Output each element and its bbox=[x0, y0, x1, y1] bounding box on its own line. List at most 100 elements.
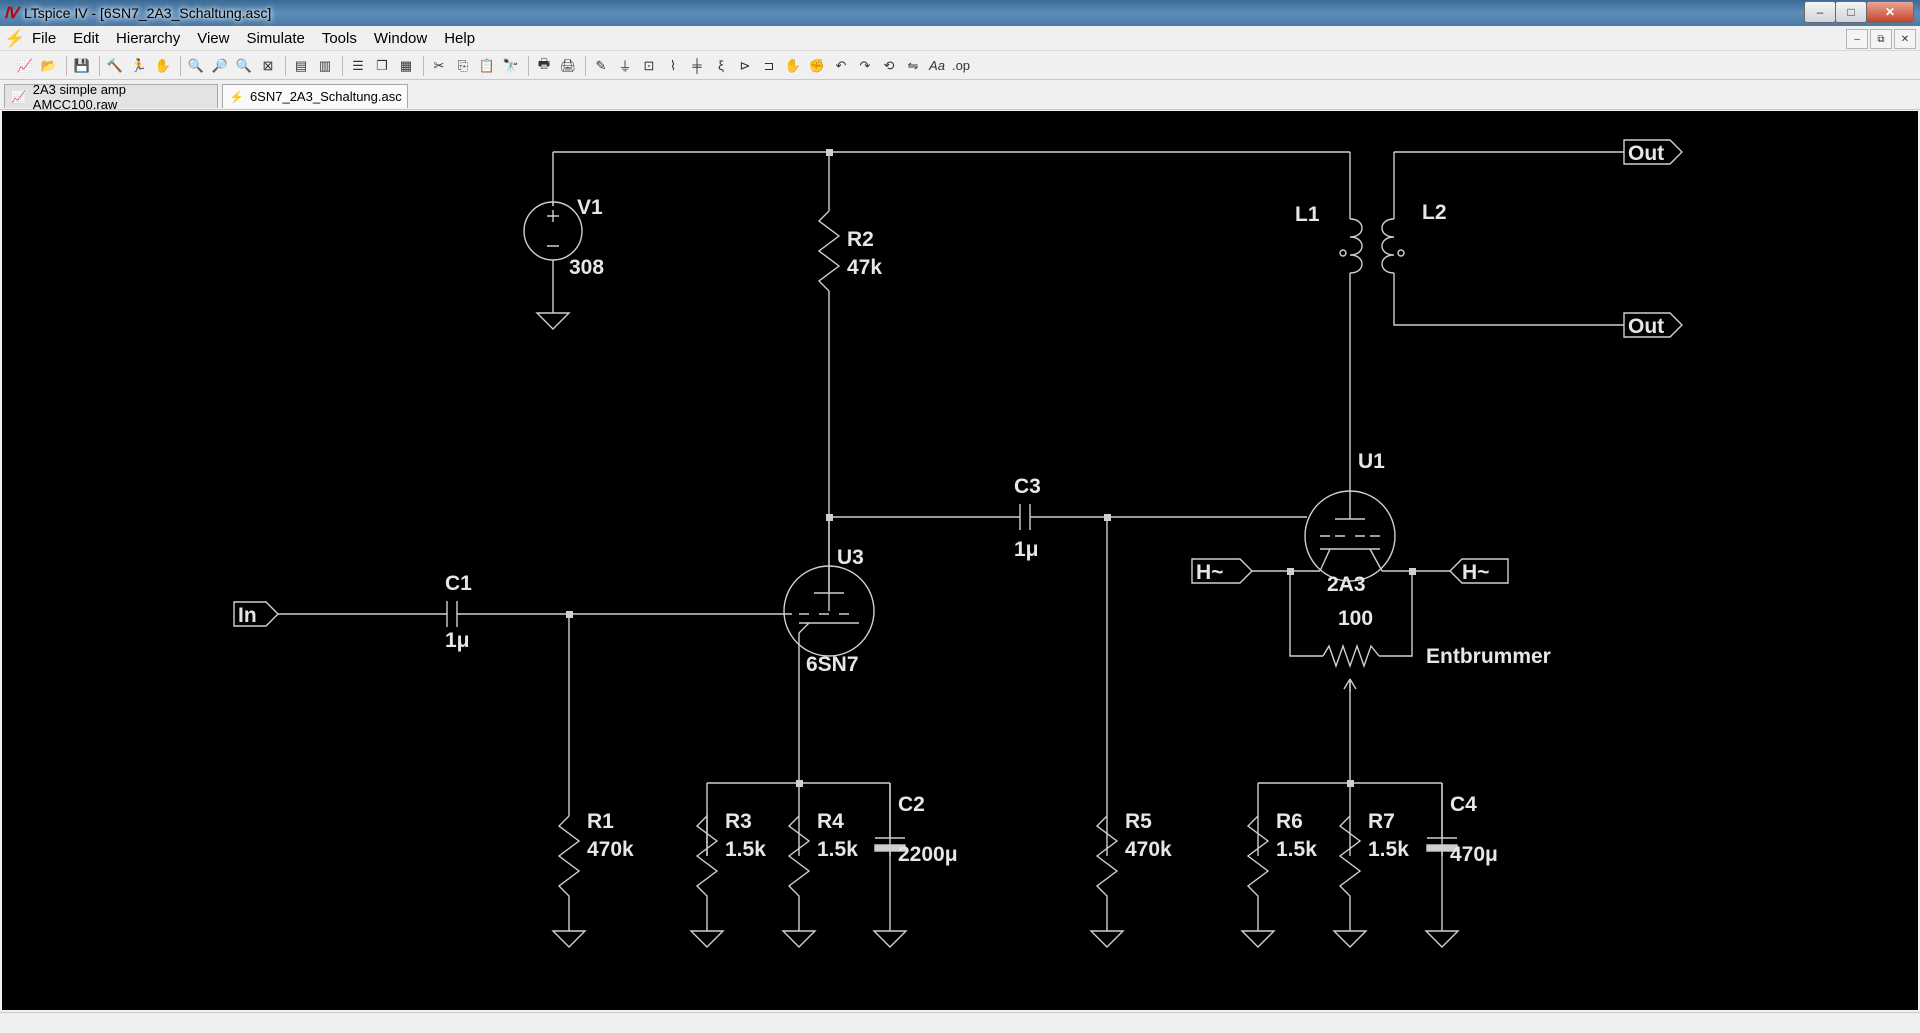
doc-close-button[interactable]: ✕ bbox=[1894, 29, 1916, 49]
voltage-source-v1[interactable] bbox=[523, 201, 583, 330]
tile-vertical-icon[interactable]: ☰ bbox=[352, 57, 364, 73]
r5-value: 470k bbox=[1125, 838, 1172, 861]
tab-label: 2A3 simple amp AMCC100.raw bbox=[32, 81, 126, 112]
copy-icon[interactable]: ⎘ bbox=[457, 57, 469, 73]
tube-u3-6sn7[interactable] bbox=[783, 517, 875, 731]
tube-u1-2a3[interactable] bbox=[1304, 490, 1396, 582]
drag-icon[interactable]: ✊ bbox=[808, 57, 826, 73]
c2-value: 2200μ bbox=[898, 843, 958, 866]
resistor-r5[interactable] bbox=[1089, 815, 1125, 948]
r7-value: 1.5k bbox=[1368, 838, 1409, 861]
out-label-bottom[interactable] bbox=[1623, 312, 1683, 338]
schematic-canvas[interactable]: V1 308 R2 47k L1 L2 Out Out U1 2A3 H~ H~ bbox=[2, 111, 1918, 1010]
cut-icon[interactable]: ✂ bbox=[433, 57, 445, 73]
r5-name: R5 bbox=[1125, 810, 1152, 833]
menu-file[interactable]: File bbox=[32, 30, 57, 47]
tab-waveform[interactable]: 📈 2A3 simple amp AMCC100.raw bbox=[4, 82, 218, 112]
ground-icon[interactable]: ⏚ bbox=[618, 59, 632, 74]
cascade-icon[interactable]: ❐ bbox=[376, 57, 388, 73]
potentiometer-entbrummer[interactable] bbox=[1322, 643, 1380, 691]
component-icon[interactable]: ⊐ bbox=[763, 57, 775, 73]
resistor-r7[interactable] bbox=[1332, 815, 1368, 948]
resistor-r2[interactable] bbox=[817, 210, 841, 292]
menu-bar: ⚡ File Edit Hierarchy View Simulate Tool… bbox=[0, 26, 1920, 51]
save-icon[interactable]: 💾 bbox=[73, 57, 91, 73]
undo-icon[interactable]: ↶ bbox=[835, 57, 847, 73]
transformer-l1-l2[interactable] bbox=[1339, 218, 1405, 274]
toolbar-separator bbox=[528, 55, 529, 76]
schematic-drawing[interactable]: V1 308 R2 47k L1 L2 Out Out U1 2A3 H~ H~ bbox=[2, 111, 1918, 1010]
resistor-r4[interactable] bbox=[781, 815, 817, 948]
new-schematic-icon[interactable]: 📈 bbox=[16, 57, 34, 73]
open-icon[interactable]: 📂 bbox=[40, 57, 58, 73]
in-label-text: In bbox=[238, 604, 257, 627]
run-icon[interactable]: 🏃 bbox=[130, 57, 148, 73]
r1-name: R1 bbox=[587, 810, 614, 833]
resistor-r6[interactable] bbox=[1240, 815, 1276, 948]
spice-directive-icon[interactable]: .op bbox=[951, 58, 971, 73]
wires bbox=[278, 151, 1624, 856]
menu-window[interactable]: Window bbox=[373, 30, 428, 47]
capacitor-c1[interactable] bbox=[446, 601, 458, 627]
menu-tools[interactable]: Tools bbox=[321, 30, 357, 47]
resistor-r3[interactable] bbox=[689, 814, 725, 948]
menu-view[interactable]: View bbox=[197, 30, 230, 47]
move-icon[interactable]: ✋ bbox=[784, 57, 802, 73]
inductor-icon[interactable]: ξ bbox=[718, 58, 724, 73]
menu-edit[interactable]: Edit bbox=[73, 30, 100, 47]
zoom-fit-icon[interactable]: ⊠ bbox=[262, 57, 274, 73]
r4-name: R4 bbox=[817, 810, 844, 833]
label-icon[interactable]: ⊡ bbox=[643, 57, 655, 73]
l2-name: L2 bbox=[1422, 201, 1447, 224]
zoom-out-icon[interactable]: 🔍 bbox=[235, 57, 253, 73]
toolbar-separator bbox=[285, 55, 286, 76]
capacitor-c3[interactable] bbox=[1019, 504, 1031, 530]
doc-restore-button[interactable]: ⧉ bbox=[1870, 29, 1892, 49]
c3-name: C3 bbox=[1014, 475, 1041, 498]
text-icon[interactable]: Aa bbox=[929, 58, 945, 73]
find-icon[interactable]: 🔭 bbox=[502, 57, 520, 73]
status-bar bbox=[0, 1012, 1920, 1033]
out-label-top-text: Out bbox=[1628, 142, 1664, 165]
print-icon[interactable]: 🖶 bbox=[537, 55, 551, 71]
heater-label-left[interactable] bbox=[1191, 558, 1253, 584]
diode-icon[interactable]: ⊳ bbox=[739, 57, 751, 73]
menu-help[interactable]: Help bbox=[444, 30, 476, 47]
in-label[interactable] bbox=[233, 601, 279, 627]
minimize-button[interactable]: – bbox=[1804, 1, 1836, 23]
resistor-r1[interactable] bbox=[551, 815, 587, 948]
tab-schematic[interactable]: ⚡ 6SN7_2A3_Schaltung.asc bbox=[222, 84, 408, 108]
resistor-icon[interactable]: ⌇ bbox=[669, 57, 677, 73]
close-button[interactable]: ✕ bbox=[1866, 1, 1914, 23]
rotate-icon[interactable]: ⟲ bbox=[883, 57, 895, 73]
mirror-icon[interactable]: ⇋ bbox=[907, 57, 919, 73]
maximize-button[interactable]: □ bbox=[1835, 1, 1867, 23]
capacitor-c2[interactable] bbox=[872, 783, 908, 948]
zoom-area-icon[interactable]: 🔎 bbox=[211, 57, 229, 73]
out-label-top[interactable] bbox=[1623, 139, 1683, 165]
redo-icon[interactable]: ↷ bbox=[859, 57, 871, 73]
doc-minimize-button[interactable]: – bbox=[1846, 29, 1868, 49]
control-panel-icon[interactable]: 🔨 bbox=[106, 57, 124, 73]
print-preview-icon[interactable]: 🖨 bbox=[559, 57, 577, 73]
tile-horizontal-icon[interactable]: ▥ bbox=[318, 57, 332, 73]
wire-icon[interactable]: ✎ bbox=[595, 57, 607, 73]
c2-name: C2 bbox=[898, 793, 925, 816]
schematic-doc-icon[interactable]: ⚡ bbox=[4, 29, 26, 48]
ltspice-app-icon[interactable]: Ⅳ bbox=[4, 5, 18, 22]
capacitor-icon[interactable]: ╪ bbox=[692, 58, 702, 73]
paste-icon[interactable]: 📋 bbox=[478, 57, 496, 73]
title-bar: Ⅳ LTspice IV - [6SN7_2A3_Schaltung.asc] … bbox=[0, 0, 1920, 26]
menu-hierarchy[interactable]: Hierarchy bbox=[116, 30, 181, 47]
zoom-in-icon[interactable]: 🔍 bbox=[187, 57, 205, 73]
capacitor-c4[interactable] bbox=[1424, 783, 1460, 948]
heater-label-right[interactable] bbox=[1449, 558, 1509, 584]
v1-value: 308 bbox=[569, 256, 604, 279]
pot-value: 100 bbox=[1338, 607, 1373, 630]
autorange-icon[interactable]: ▤ bbox=[294, 57, 308, 73]
r3-name: R3 bbox=[725, 810, 752, 833]
menu-simulate[interactable]: Simulate bbox=[246, 30, 305, 47]
halt-icon[interactable]: ✋ bbox=[154, 57, 172, 73]
toolbar-separator bbox=[99, 55, 100, 76]
tile-icon[interactable]: ▦ bbox=[399, 57, 413, 73]
